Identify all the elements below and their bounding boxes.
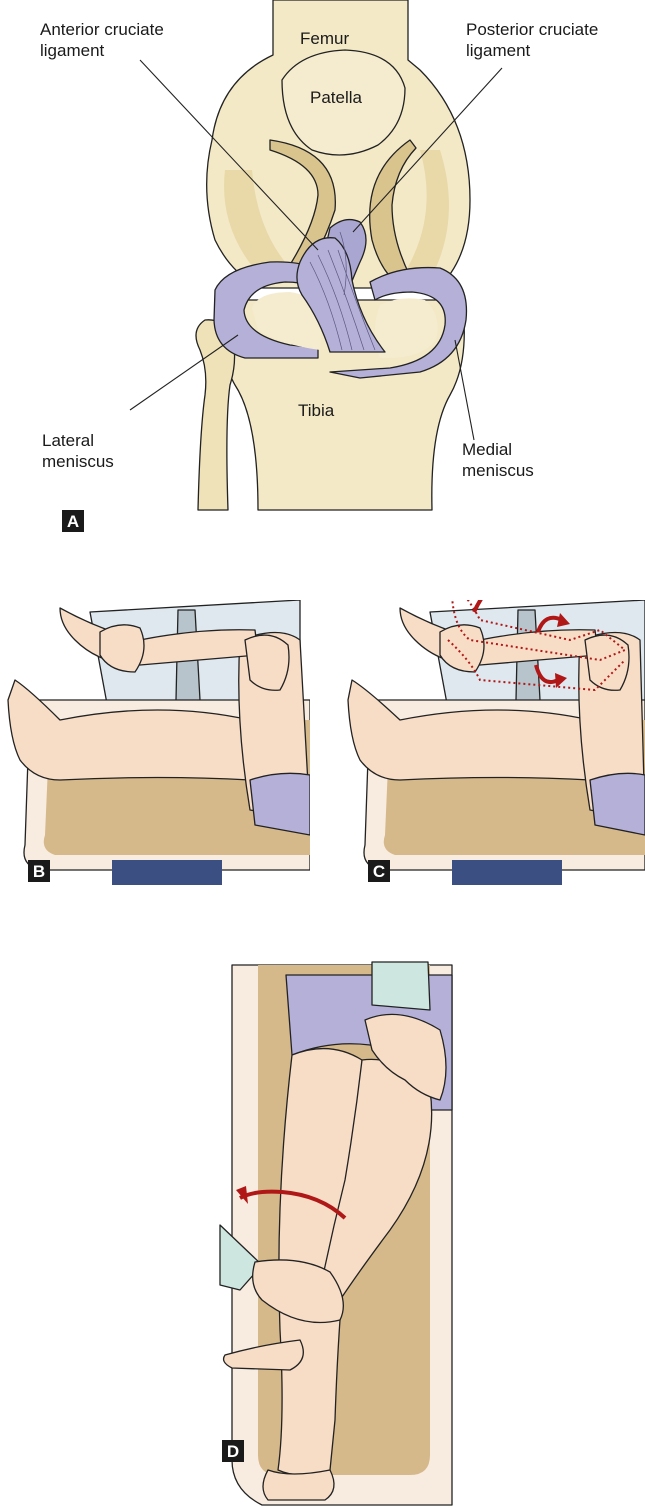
medial-meniscus-label-line1: Medial [462,440,512,459]
medial-meniscus-label-line2: meniscus [462,461,534,480]
arrow-up-head-icon [488,580,500,594]
panel-a-tag: A [67,512,79,531]
panel-d-standing-leg: D [220,962,452,1505]
examiner-cuff-top [372,962,430,1010]
acl-label-line1: Anterior cruciate [40,20,164,39]
panel-b-knee-flexion: B [8,600,310,885]
panel-a-knee-anatomy: Femur Patella Anterior cruciate ligament… [40,0,598,532]
panel-c-rotation: C [348,580,645,885]
panel-d-tag: D [227,1442,239,1461]
femur-label: Femur [300,29,349,48]
patient-foot-bottom [263,1470,334,1500]
examiner-tie [516,610,540,715]
arrow-up-icon [474,585,492,612]
examiner-hand-knee [245,635,289,690]
panel-c-tag: C [373,862,385,881]
acl-label-line2: ligament [40,41,105,60]
patella-label: Patella [310,88,363,107]
pcl-label-line1: Posterior cruciate [466,20,598,39]
lateral-meniscus-label-line2: meniscus [42,452,114,471]
examiner-trousers [452,860,562,885]
examiner-trousers [112,860,222,885]
patient-shorts [590,773,645,835]
examiner-tie [176,610,200,715]
tibia-label: Tibia [298,401,335,420]
panel-b-tag: B [33,862,45,881]
lateral-meniscus-label-line1: Lateral [42,431,94,450]
patient-shorts [250,773,310,835]
pcl-label-line2: ligament [466,41,531,60]
